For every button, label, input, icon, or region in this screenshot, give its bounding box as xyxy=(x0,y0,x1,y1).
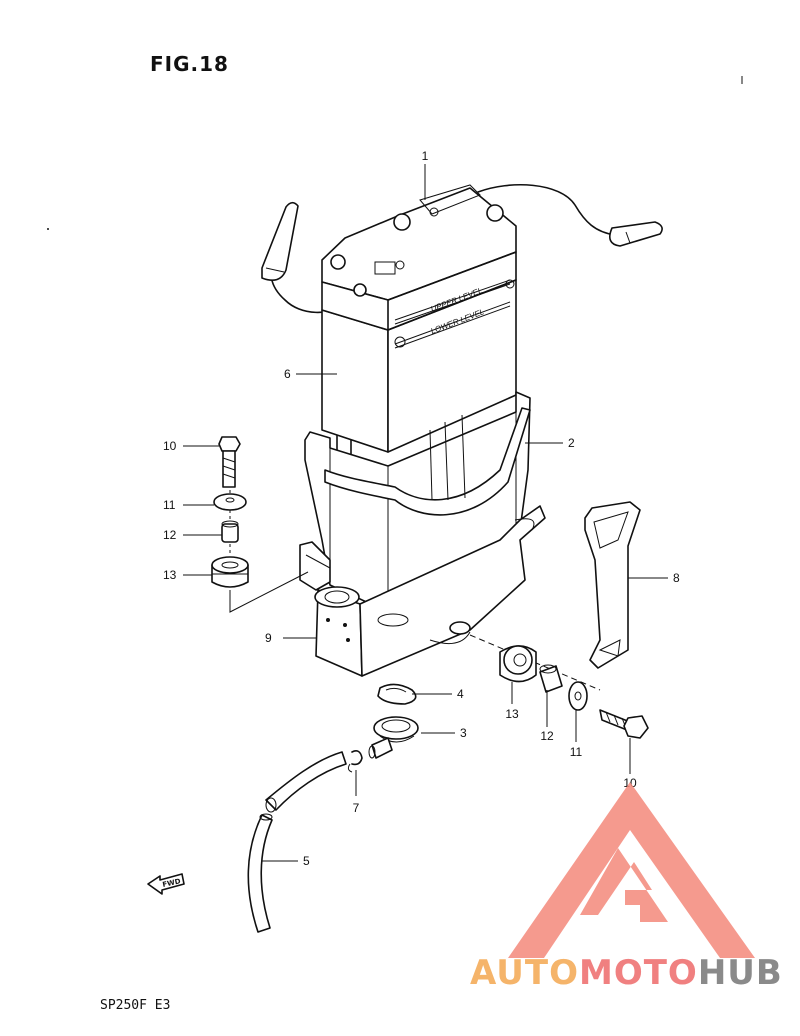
callout-9: 9 xyxy=(265,631,272,645)
callout-4: 4 xyxy=(457,687,464,701)
hose-clip xyxy=(377,683,417,705)
automotohub-logo-icon xyxy=(508,782,755,958)
washer-left xyxy=(213,493,247,511)
brand-hub: HUB xyxy=(698,953,783,993)
brand-wordmark: AUTOMOTOHUB xyxy=(470,953,783,993)
grommet-right xyxy=(499,645,537,683)
callout-1: 1 xyxy=(422,149,429,163)
callout-2: 2 xyxy=(568,436,575,450)
spacer-left xyxy=(221,520,239,543)
spacer-right xyxy=(539,664,563,693)
callout-13-left: 13 xyxy=(163,568,177,582)
callout-12-left: 12 xyxy=(163,528,177,542)
callout-10-left: 10 xyxy=(163,439,177,453)
callout-11-right: 11 xyxy=(570,745,583,759)
bolt-left xyxy=(218,436,241,488)
callout-12-right: 12 xyxy=(540,729,554,743)
bolt-right xyxy=(599,709,649,739)
callout-6: 6 xyxy=(284,367,291,381)
callout-11-left: 11 xyxy=(163,498,176,512)
callout-13-right: 13 xyxy=(505,707,519,721)
fwd-arrow-icon: FWD xyxy=(147,873,185,895)
drain-fitting xyxy=(368,716,419,759)
bracket xyxy=(299,505,546,677)
drain-hose xyxy=(247,751,347,933)
brand-auto: AUTO xyxy=(470,953,579,993)
grommet-left xyxy=(211,556,249,588)
brand-moto: MOTO xyxy=(579,953,698,993)
callout-3: 3 xyxy=(460,726,467,740)
small-clamp xyxy=(347,750,363,773)
callout-8: 8 xyxy=(673,571,680,585)
figure-title: FIG.18 xyxy=(150,52,229,76)
model-code: SP250F E3 xyxy=(100,998,171,1013)
battery: UPPER LEVEL LOWER LEVEL xyxy=(261,183,663,453)
callout-7: 7 xyxy=(353,801,360,815)
fwd-label: FWD xyxy=(162,877,182,889)
washer-right xyxy=(568,681,588,711)
battery-strap xyxy=(584,501,641,669)
callout-5: 5 xyxy=(303,854,310,868)
